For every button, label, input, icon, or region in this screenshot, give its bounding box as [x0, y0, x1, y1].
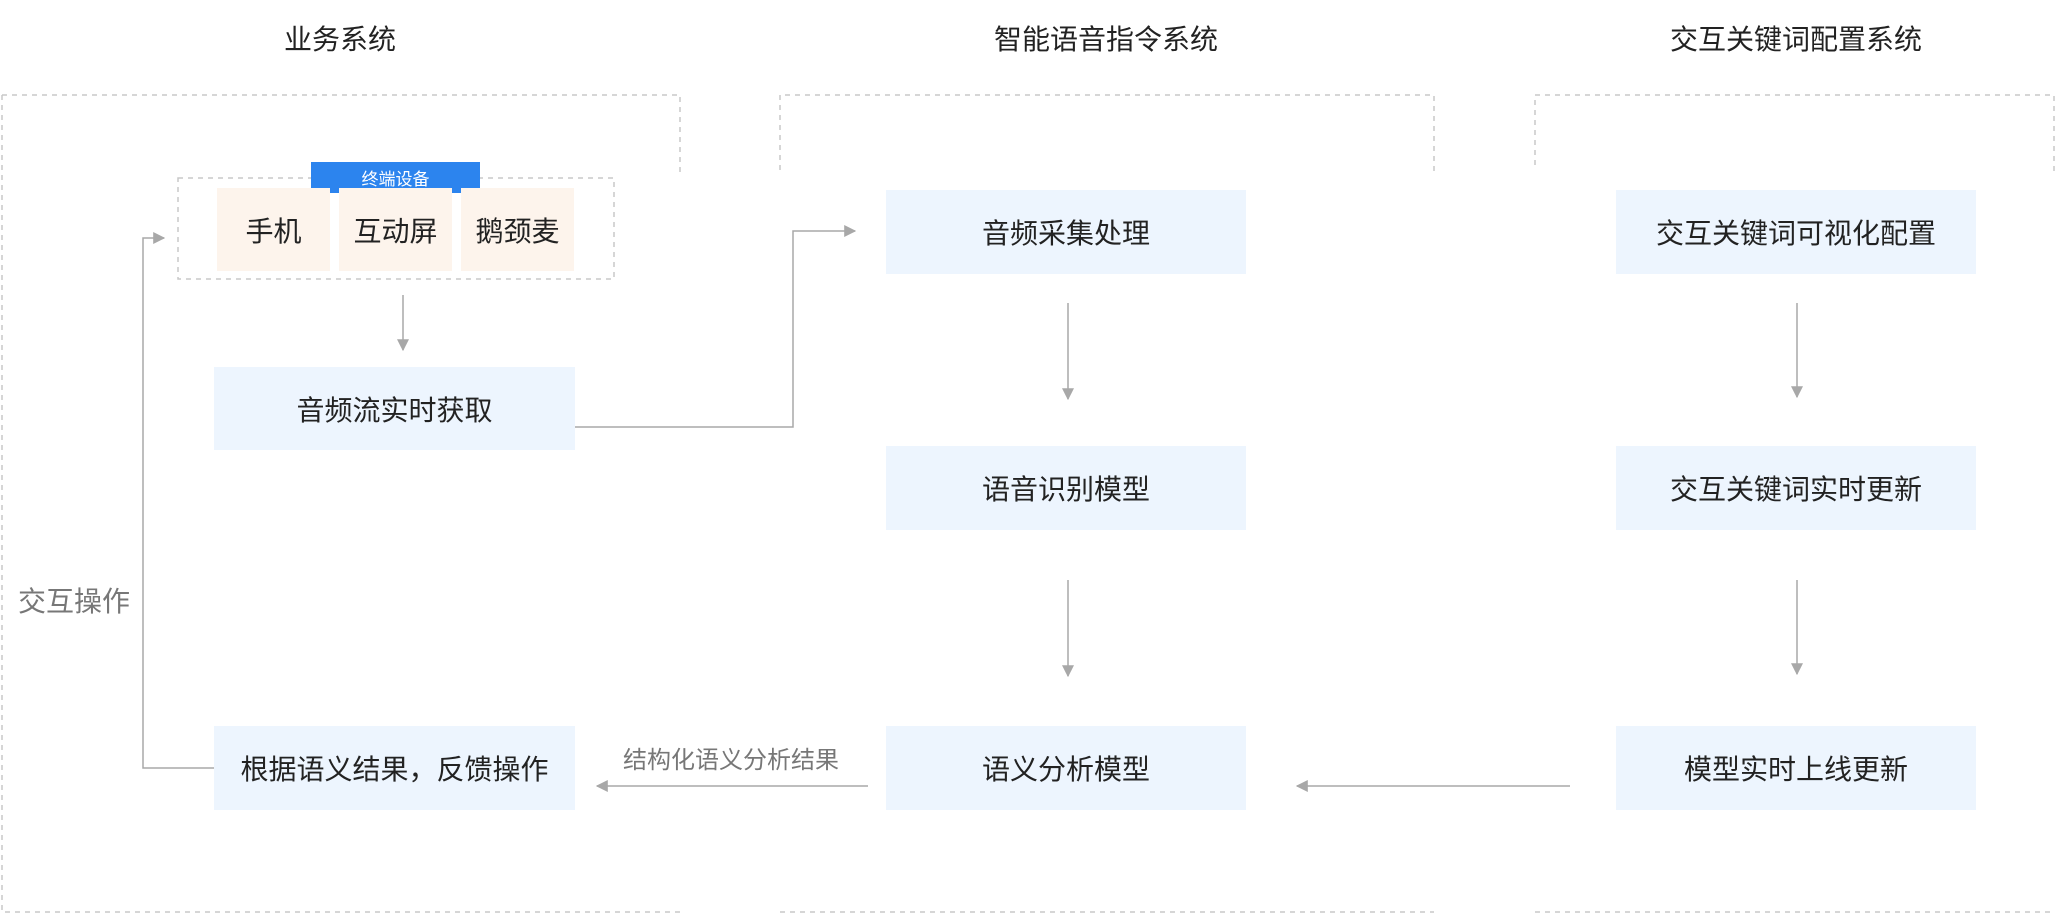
- column-title-keyword: 交互关键词配置系统: [1669, 23, 1922, 56]
- device-group-tag: 终端设备: [311, 162, 480, 193]
- asr-model-box: 语音识别模型: [886, 446, 1246, 530]
- device-phone: 手机: [217, 188, 330, 271]
- audio-stream-box: 音频流实时获取: [214, 367, 575, 450]
- feedback-box: 根据语义结果，反馈操作: [214, 726, 575, 810]
- model-online-update-box: 模型实时上线更新: [1616, 726, 1976, 810]
- device-interactive-screen: 互动屏: [339, 188, 452, 271]
- interaction-label: 交互操作: [18, 585, 131, 618]
- device-gooseneck-mic: 鹅颈麦: [461, 188, 574, 271]
- keyword-container: [1534, 94, 2055, 913]
- keyword-visual-config-box: 交互关键词可视化配置: [1616, 190, 1976, 274]
- nlu-model-box: 语义分析模型: [886, 726, 1246, 810]
- device-group-frame: [177, 177, 615, 280]
- arrow-feedback-to-devices: [142, 232, 214, 769]
- business-container: [1, 94, 681, 913]
- audio-capture-box: 音频采集处理: [886, 190, 1246, 274]
- column-title-business: 业务系统: [283, 23, 396, 56]
- voice-container: [779, 94, 1435, 913]
- keyword-realtime-update-box: 交互关键词实时更新: [1616, 446, 1976, 530]
- result-label: 结构化语义分析结果: [623, 746, 839, 774]
- arrow-stream-to-capture: [575, 225, 857, 428]
- column-title-voice: 智能语音指令系统: [993, 23, 1218, 56]
